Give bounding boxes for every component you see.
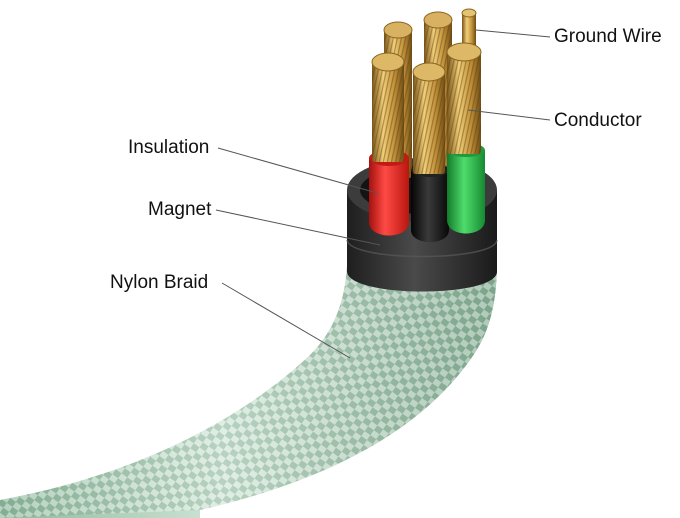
- label-magnet: Magnet: [148, 199, 212, 220]
- label-nylon-braid: Nylon Braid: [110, 272, 209, 293]
- label-insulation: Insulation: [128, 137, 210, 158]
- leader-ground-wire: [475, 29, 551, 38]
- leader-insulation: [217, 147, 378, 194]
- leader-lines: [215, 29, 551, 359]
- label-conductor: Conductor: [554, 110, 642, 131]
- leader-conductor: [467, 109, 551, 121]
- leader-magnet: [215, 209, 381, 246]
- leader-nylon-braid: [221, 282, 351, 359]
- front-conductors: [371, 42, 482, 174]
- nylon-braid: [0, 255, 497, 518]
- label-ground-wire: Ground Wire: [554, 26, 662, 47]
